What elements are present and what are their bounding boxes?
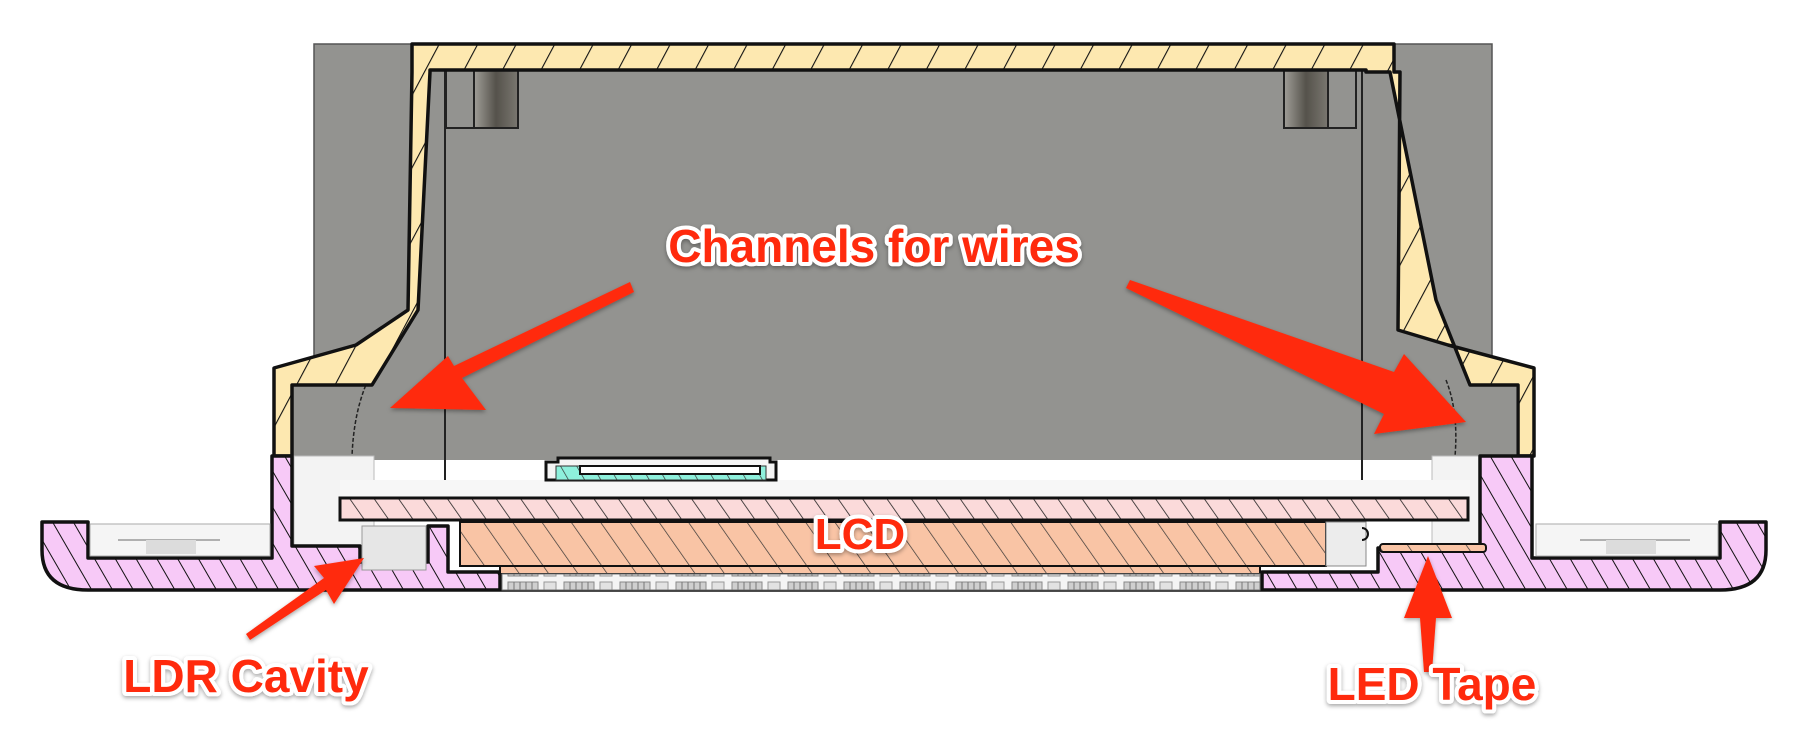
arrow-ldr: [246, 558, 364, 640]
left-recess: [89, 523, 271, 557]
connector: [544, 456, 778, 482]
lcd-glass: [338, 496, 1470, 522]
label-ldr-cavity: LDR Cavity: [123, 650, 369, 702]
led-array: [501, 573, 1261, 591]
label-channels-for-wires: Channels for wires: [668, 220, 1080, 272]
ldr-cavity: [361, 525, 427, 571]
lcd-bay: [293, 455, 1517, 547]
label-lcd: LCD: [815, 510, 905, 559]
arrow-led-tape: [1404, 556, 1452, 672]
lcd-module: [459, 521, 1369, 575]
arrow-right-channel: [1126, 280, 1466, 434]
annotation-arrows: [246, 280, 1466, 672]
label-led-tape: LED Tape: [1328, 658, 1537, 710]
right-recess: [1535, 523, 1719, 557]
inner-cavity: [351, 69, 1457, 481]
arrow-left-channel: [390, 282, 634, 410]
led-tape: [1379, 543, 1487, 553]
top-shell: [272, 42, 1536, 458]
